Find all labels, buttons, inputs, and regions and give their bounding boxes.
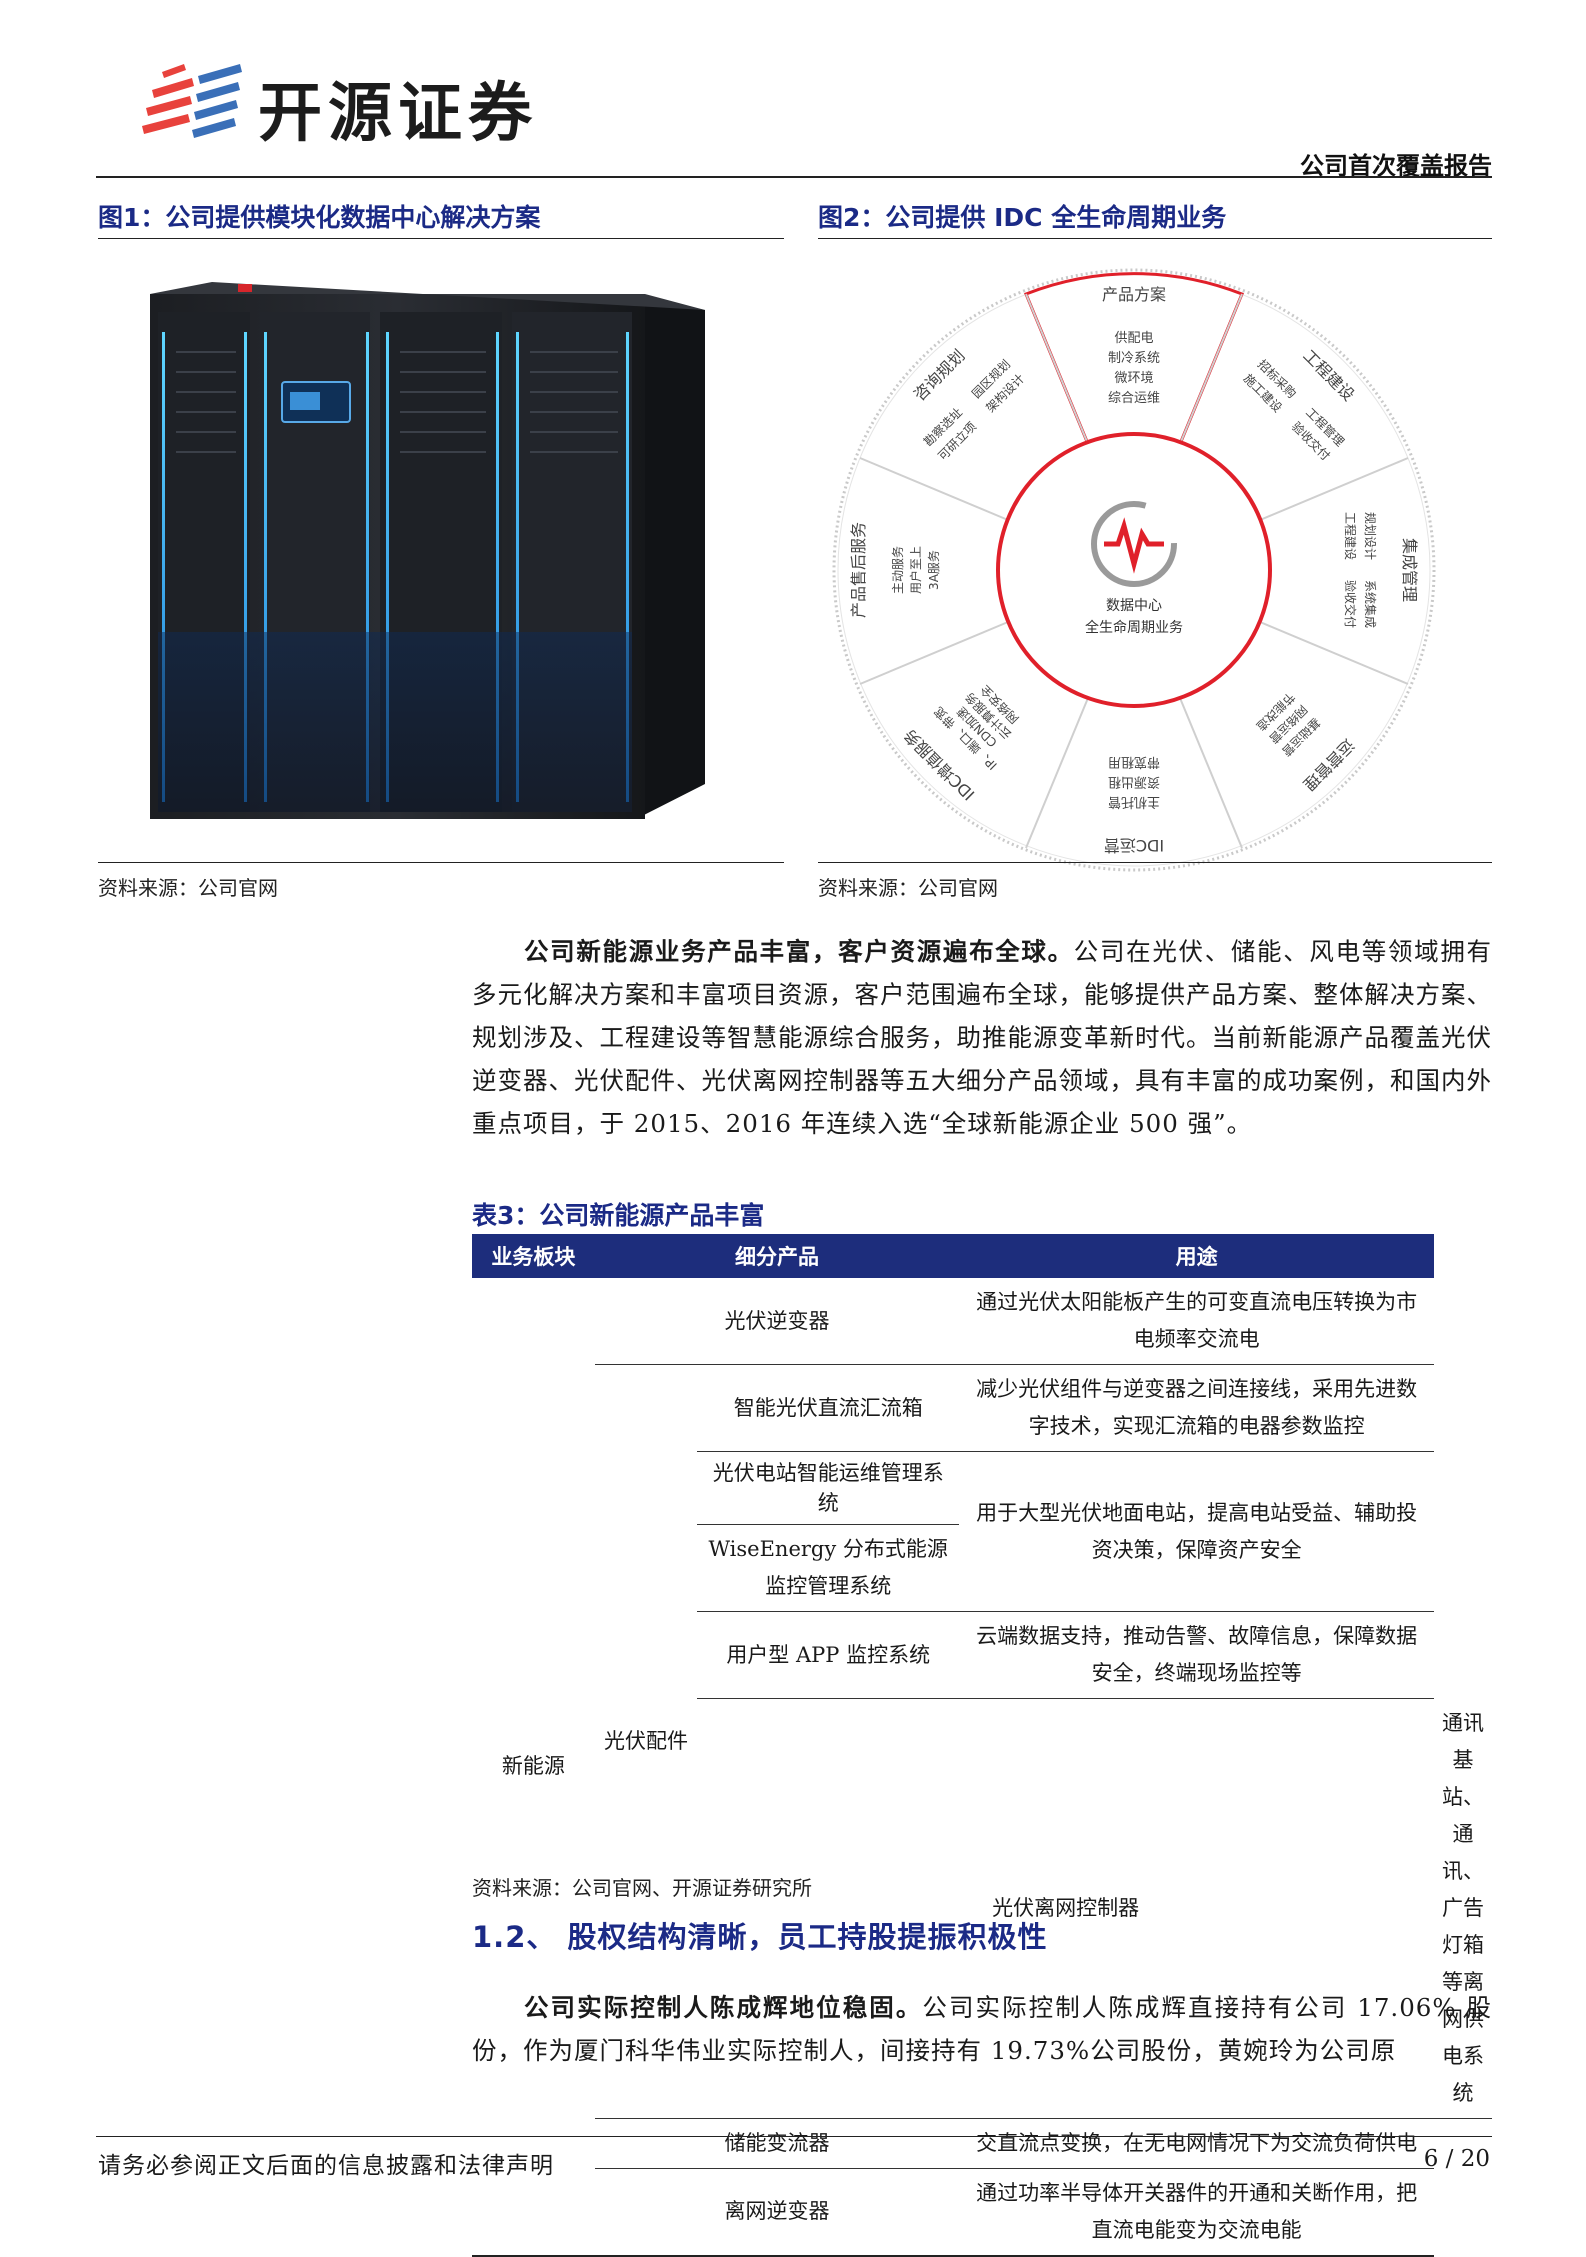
center-label-1: 数据中心 — [1106, 598, 1162, 614]
column-header: 业务板块 — [472, 1234, 595, 1278]
segment-item: 主动服务 — [890, 546, 905, 594]
use-cell: 通讯基站、通讯、广告灯箱等离网供电系统 — [1434, 1698, 1492, 2119]
column-header: 用途 — [959, 1234, 1434, 1278]
use-cell: 用于大型光伏地面电站，提高电站受益、辅助投资决策，保障资产安全 — [959, 1451, 1434, 1612]
product-cell: 储能变流器 — [594, 2118, 960, 2169]
figure1-title: 图1：公司提供模块化数据中心解决方案 — [98, 203, 541, 232]
figure2-source: 资料来源：公司官网 — [818, 876, 998, 900]
page-number: 6 / 20 — [1423, 2146, 1490, 2172]
use-cell: 减少光伏组件与逆变器之间连接线，采用先进数字技术，实现汇流箱的电器参数监控 — [959, 1364, 1434, 1452]
use-cell: 云端数据支持，推动告警、故障信息，保障数据安全，终端现场监控等 — [959, 1611, 1434, 1699]
figure1-source: 资料来源：公司官网 — [98, 876, 278, 900]
segment-cell: 新能源 — [472, 1278, 595, 2257]
segment-item: 制冷系统 — [1108, 351, 1160, 366]
sub-segment-cell: 光伏配件 — [594, 1364, 698, 2119]
paragraph-body: 公司实际控制人陈成辉直接持有公司 17.06% 股份，作为厦门科华伟业实际控制人… — [472, 1993, 1493, 2065]
table-row: WiseEnergy 分布式能源监控管理系统 — [472, 1524, 1492, 1612]
product-cell: 用户型 APP 监控系统 — [697, 1611, 960, 1699]
table-row: 光伏电站智能运维管理系统 用于大型光伏地面电站，提高电站受益、辅助投资决策，保障… — [472, 1451, 1492, 1612]
segment-title-product: 产品方案 — [1102, 285, 1166, 304]
use-cell: 交直流点变换，在无电网情况下为交流负荷供电 — [959, 2118, 1434, 2169]
use-cell: 通过功率半导体开关器件的开通和关断作用，把直流电能变为交流电能 — [959, 2168, 1434, 2257]
segment-item: 综合运维 — [1108, 391, 1160, 406]
table-row: 离网逆变器 通过功率半导体开关器件的开通和关断作用，把直流电能变为交流电能 — [472, 2168, 1492, 2257]
segment-title-after-sales: 产品售后服务 — [849, 522, 868, 618]
brand-name: 开源证券 — [258, 77, 538, 151]
segment-item: 资源出租 — [1108, 774, 1160, 789]
paragraph-controller: 公司实际控制人陈成辉地位稳固。公司实际控制人陈成辉直接持有公司 17.06% 股… — [472, 1986, 1492, 2072]
segment-title-idc-operation: IDC运营 — [1104, 836, 1164, 855]
table-row: 光伏配件 智能光伏直流汇流箱 减少光伏组件与逆变器之间连接线，采用先进数字技术，… — [472, 1364, 1492, 2119]
table-row: 新能源 光伏逆变器 通过光伏太阳能板产生的可变直流电压转换为市电频率交流电 — [472, 1278, 1492, 2257]
table-row: 光伏离网控制器 通讯基站、通讯、广告灯箱等离网供电系统 — [472, 1698, 1492, 2119]
segment-item: 验收交付 — [1343, 580, 1358, 628]
figure2-title: 图2：公司提供 IDC 全生命周期业务 — [818, 203, 1227, 232]
segment-item: 用户至上 — [908, 546, 923, 594]
segment-item: 微环境 — [1114, 371, 1153, 386]
footer-disclaimer: 请务必参阅正文后面的信息披露和法律声明 — [98, 2153, 554, 2179]
product-cell: 光伏离网控制器 — [697, 1698, 1434, 2119]
figure2-top-rule — [818, 238, 1492, 239]
product-cell: WiseEnergy 分布式能源监控管理系统 — [697, 1524, 960, 1612]
segment-item: 工程建设 — [1343, 512, 1358, 560]
segment-item: 供配电 — [1114, 331, 1153, 346]
footer-divider — [96, 2136, 1492, 2137]
segment-item: 带宽租用 — [1108, 754, 1160, 770]
product-cell: 光伏电站智能运维管理系统 — [697, 1451, 960, 1525]
figure2-bottom-rule — [818, 862, 1492, 863]
table-row: 用户型 APP 监控系统 云端数据支持，推动告警、故障信息，保障数据安全，终端现… — [472, 1611, 1492, 1699]
modular-datacenter-image — [150, 282, 705, 819]
figure1-bottom-rule — [98, 862, 784, 863]
table-header-row: 业务板块 细分产品 用途 — [472, 1234, 1492, 1278]
segment-item: 3A服务 — [926, 550, 941, 590]
product-cell: 光伏逆变器 — [594, 1278, 960, 1365]
column-header: 细分产品 — [594, 1234, 960, 1278]
segment-item: 规划设计 — [1363, 512, 1378, 560]
idc-lifecycle-wheel: 数据中心 全生命周期业务 产品方案 供配电 制冷系统 微环境 综合运维 工程建设… — [832, 268, 1436, 872]
paragraph-body: 公司在光伏、储能、风电等领域拥有多元化解决方案和丰富项目资源，客户范围遍布全球，… — [472, 937, 1493, 1138]
company-logo — [142, 64, 242, 138]
table3-title: 表3：公司新能源产品丰富 — [472, 1201, 765, 1230]
segment-item: 系统集成 — [1363, 580, 1378, 628]
paragraph-lead: 公司实际控制人陈成辉地位稳固。 — [524, 1993, 923, 2022]
section-heading: 1.2、 股权结构清晰，员工持股提振积极性 — [472, 1920, 1048, 1954]
use-cell: 通过光伏太阳能板产生的可变直流电压转换为市电频率交流电 — [959, 1278, 1434, 1365]
product-cell: 离网逆变器 — [594, 2168, 960, 2257]
table3-source: 资料来源：公司官网、开源证券研究所 — [472, 1876, 812, 1900]
paragraph-new-energy: 公司新能源业务产品丰富，客户资源遍布全球。公司在光伏、储能、风电等领域拥有多元化… — [472, 930, 1492, 1145]
center-label-2: 全生命周期业务 — [1085, 619, 1183, 636]
product-cell: 智能光伏直流汇流箱 — [697, 1364, 960, 1452]
table-row: 储能变流器 交直流点变换，在无电网情况下为交流负荷供电 — [472, 2118, 1492, 2169]
new-energy-products-table: 业务板块 细分产品 用途 新能源 光伏逆变器 通过光伏太阳能板产生的可变直流电压… — [472, 1234, 1492, 2257]
header-divider — [96, 176, 1492, 178]
figure1-top-rule — [98, 238, 784, 239]
segment-title-integration: 集成管理 — [1400, 538, 1419, 602]
segment-item: 主机托管 — [1108, 794, 1160, 809]
paragraph-lead: 公司新能源业务产品丰富，客户资源遍布全球。 — [524, 937, 1074, 966]
report-type-label: 公司首次覆盖报告 — [1300, 152, 1492, 180]
